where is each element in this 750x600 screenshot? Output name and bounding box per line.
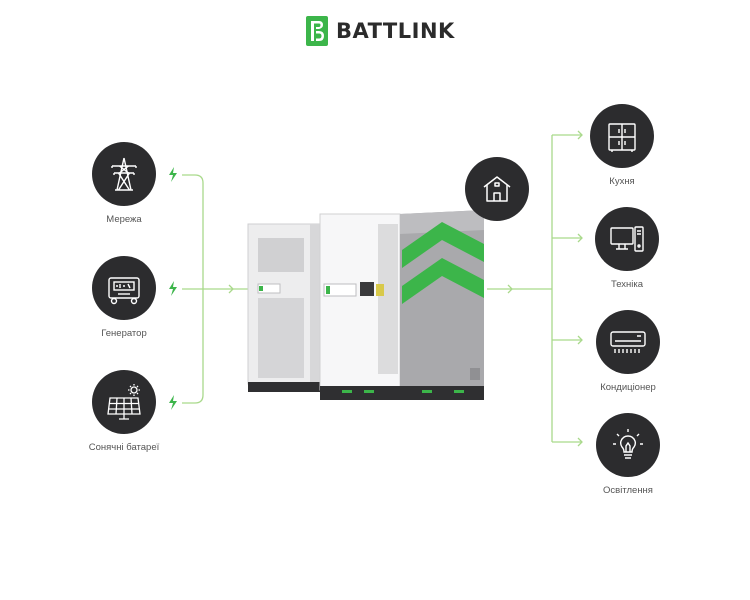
consumer-label: Освітлення [603, 485, 653, 496]
computer-icon [610, 226, 644, 252]
battlink-logo-icon [306, 16, 328, 46]
consumer-node-air-conditioner [596, 310, 660, 374]
source-label: Генератор [101, 328, 147, 339]
source-label: Мережа [106, 214, 142, 225]
source-label: Сонячні батареї [88, 442, 160, 453]
light-bulb-icon [613, 429, 643, 459]
power-tower-icon [111, 157, 137, 191]
brand-name: BATTLINK [336, 19, 455, 43]
battery-system-image [247, 210, 484, 400]
lightning-bolt-icon [169, 167, 177, 182]
consumer-node-lighting [596, 413, 660, 477]
lightning-bolt-icon [169, 395, 177, 410]
source-node-solar [92, 370, 156, 434]
solar-panel-icon [107, 384, 141, 420]
consumer-node-electronics [595, 207, 659, 271]
consumer-label: Техніка [610, 279, 644, 290]
consumer-label: Кухня [609, 176, 635, 187]
source-node-generator [92, 256, 156, 320]
lightning-bolt-icon [169, 281, 177, 296]
consumer-node-kitchen [590, 104, 654, 168]
consumer-label: Кондиціонер [600, 382, 656, 393]
house-icon [483, 176, 511, 202]
hub-node-house [465, 157, 529, 221]
fridge-icon [608, 123, 636, 152]
source-node-grid [92, 142, 156, 206]
brand-logo: BATTLINK [306, 14, 455, 48]
generator-icon [108, 277, 140, 305]
air-conditioner-icon [610, 331, 646, 353]
